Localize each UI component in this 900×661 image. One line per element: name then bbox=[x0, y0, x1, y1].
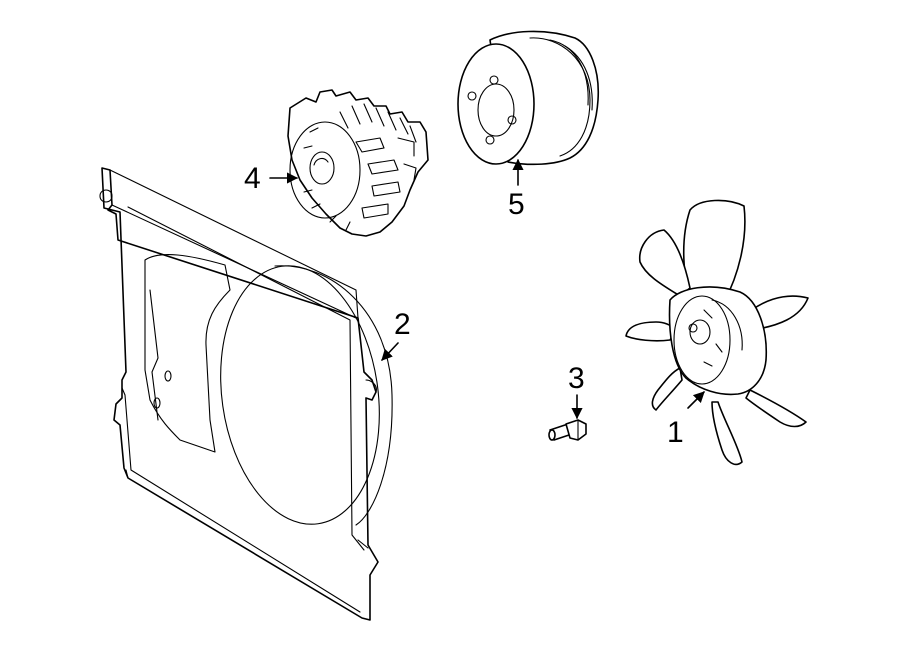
fan-shroud bbox=[99, 167, 393, 621]
callout-label-2: 2 bbox=[394, 308, 411, 341]
callout-arrow-2 bbox=[381, 342, 399, 361]
fan-clutch bbox=[287, 89, 429, 237]
fan-blade bbox=[625, 199, 809, 466]
callout-arrow-1 bbox=[687, 391, 705, 409]
callout-label-1: 1 bbox=[667, 416, 684, 449]
callout-label-5: 5 bbox=[508, 188, 525, 221]
pulley bbox=[457, 30, 600, 166]
callout-label-4: 4 bbox=[244, 162, 261, 195]
callout-label-3: 3 bbox=[568, 362, 585, 395]
bolt bbox=[548, 419, 587, 441]
